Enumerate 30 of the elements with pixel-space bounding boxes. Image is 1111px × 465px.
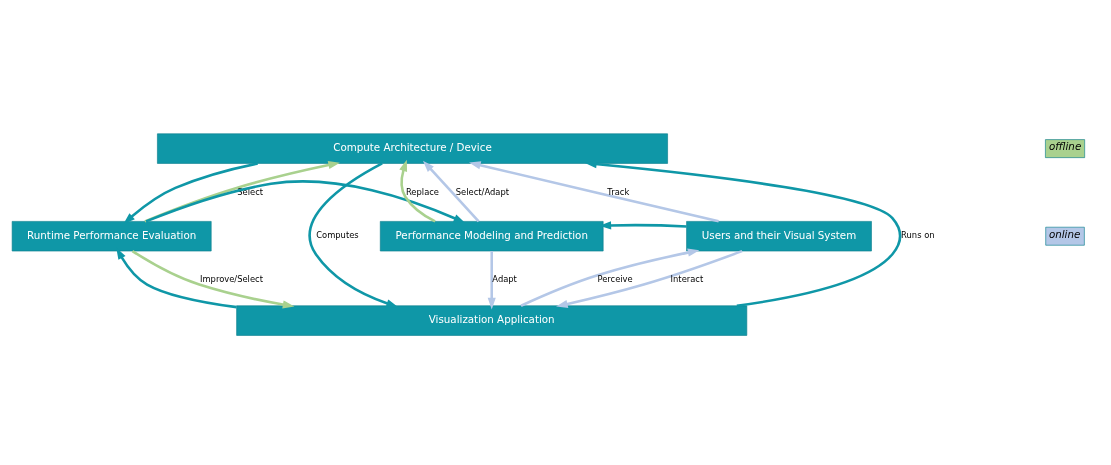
edge-label: Runs on xyxy=(901,229,935,240)
edge-label: Computes xyxy=(316,229,359,240)
legend-label: offline xyxy=(1048,139,1082,152)
legend-label: online xyxy=(1048,227,1081,240)
edge-label: Replace xyxy=(405,186,440,197)
edge-label: Select/Adapt xyxy=(455,186,509,197)
arrow xyxy=(131,249,295,308)
arrow xyxy=(145,179,466,223)
arrow xyxy=(599,220,687,229)
arrow xyxy=(556,249,743,308)
arrow xyxy=(520,248,700,307)
edge-label: Improve/Select xyxy=(199,273,263,284)
arrow xyxy=(123,161,258,224)
edge-label: Select xyxy=(237,186,264,197)
arrow xyxy=(144,160,340,223)
arrow xyxy=(487,250,496,309)
node-box: Visualization Application xyxy=(236,304,748,336)
edge-label: Perceive xyxy=(597,273,633,284)
node-box: Performance Modeling and Prediction xyxy=(379,220,604,251)
node-box: Users and their Visual System xyxy=(686,220,872,251)
edge-label: Interact xyxy=(670,273,704,284)
edge-label: Adapt xyxy=(492,273,517,284)
arrow xyxy=(469,160,719,223)
arrow xyxy=(422,160,480,222)
arrow xyxy=(399,159,436,222)
arrow xyxy=(308,161,398,307)
node-box: Runtime Performance Evaluation xyxy=(11,220,212,251)
node-box: Compute Architecture / Device xyxy=(157,133,668,164)
edge-label: Track xyxy=(607,186,630,197)
arrow xyxy=(116,247,237,308)
